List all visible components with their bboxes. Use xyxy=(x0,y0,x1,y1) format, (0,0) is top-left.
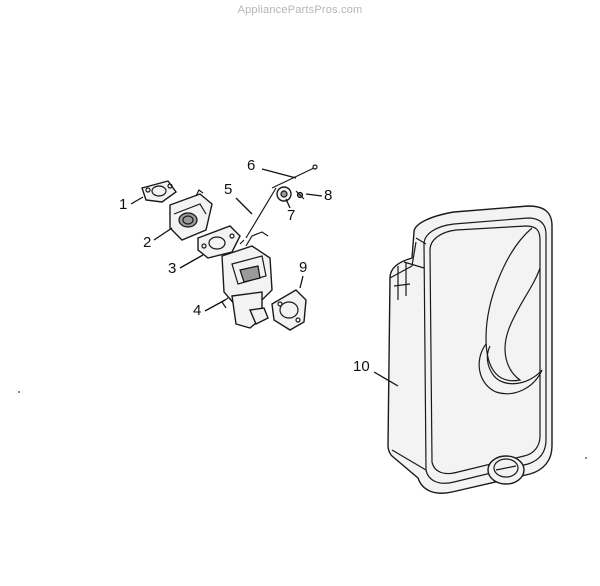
leader-lines xyxy=(130,168,399,387)
part-2-insulator[interactable] xyxy=(169,189,213,241)
part-10-fuel-tank[interactable] xyxy=(387,205,553,494)
callout-2[interactable]: 2 xyxy=(143,234,152,251)
callout-3[interactable]: 3 xyxy=(168,260,177,277)
part-5-rod[interactable] xyxy=(239,187,277,245)
watermark: AppliancePartsPros.com xyxy=(237,4,363,16)
part-8-clip[interactable] xyxy=(295,190,305,200)
part-7-grommet[interactable] xyxy=(276,186,292,202)
callout-7[interactable]: 7 xyxy=(287,207,296,224)
callout-8[interactable]: 8 xyxy=(324,187,333,204)
callout-1[interactable]: 1 xyxy=(119,196,128,213)
callout-6[interactable]: 6 xyxy=(247,157,256,174)
scan-dot xyxy=(18,391,20,393)
part-9-gasket[interactable] xyxy=(271,289,307,331)
part-4-carburetor[interactable] xyxy=(221,231,273,329)
part-1-gasket[interactable] xyxy=(141,180,177,203)
callout-4[interactable]: 4 xyxy=(193,302,202,319)
callout-5[interactable]: 5 xyxy=(224,181,233,198)
callout-9[interactable]: 9 xyxy=(299,259,308,276)
scan-dot xyxy=(585,457,587,459)
callout-10[interactable]: 10 xyxy=(353,358,370,375)
part-6-link[interactable] xyxy=(271,164,318,189)
